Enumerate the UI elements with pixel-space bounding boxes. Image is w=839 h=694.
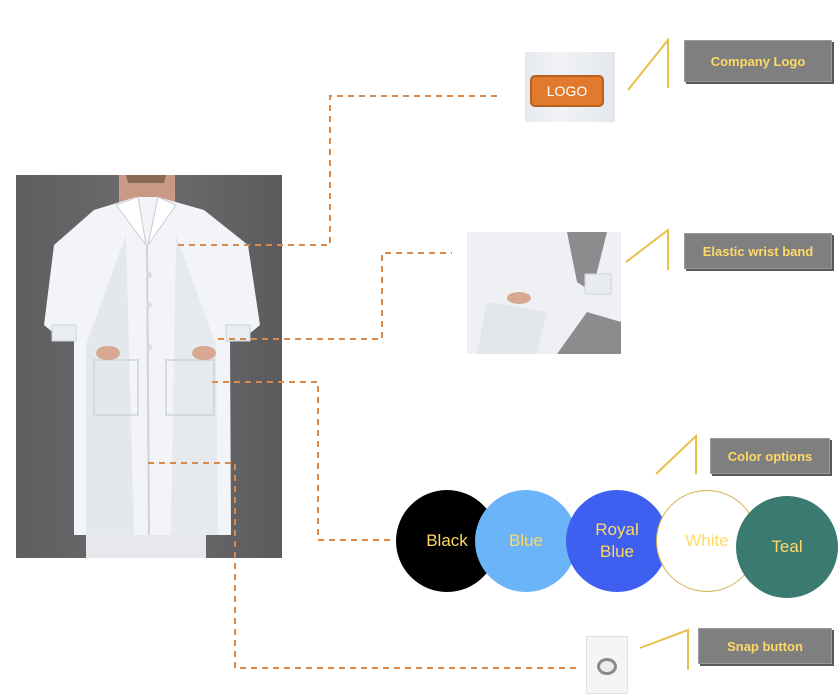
callout-snap-button: Snap button bbox=[698, 628, 832, 664]
logo-badge: LOGO bbox=[530, 75, 604, 107]
swatch-blue: Blue bbox=[475, 490, 577, 592]
swatch-teal: Teal bbox=[736, 496, 838, 598]
lab-coat-photo bbox=[16, 175, 282, 558]
swatch-royal-blue: Royal Blue bbox=[566, 490, 668, 592]
swatch-label: White bbox=[685, 531, 729, 550]
wrist-band-thumbnail bbox=[467, 232, 621, 354]
swatch-label: Blue bbox=[508, 531, 544, 550]
callout-elastic-wrist-band: Elastic wrist band bbox=[684, 233, 832, 269]
swatch-label: Teal bbox=[771, 537, 803, 556]
callout-company-logo: Company Logo bbox=[684, 40, 832, 82]
lab-coat-illustration bbox=[44, 175, 260, 558]
snap-button-icon bbox=[597, 658, 617, 675]
callout-color-options: Color options bbox=[710, 438, 830, 474]
swatch-label: Royal Blue bbox=[595, 520, 639, 561]
swatch-label: Black bbox=[426, 531, 468, 550]
